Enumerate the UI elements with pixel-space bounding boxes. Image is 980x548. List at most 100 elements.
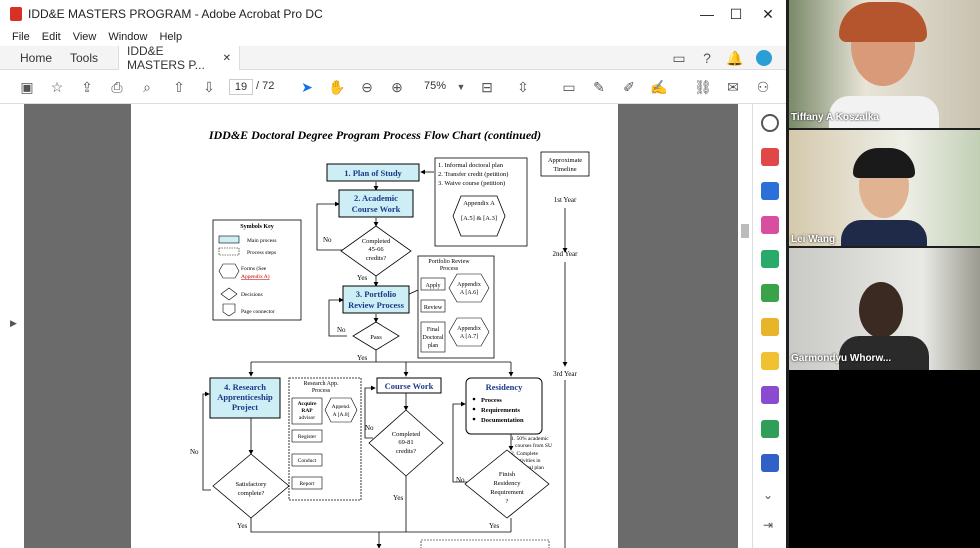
link-icon[interactable]: ⛓ xyxy=(694,78,712,95)
mail-icon[interactable]: ✉ xyxy=(727,78,739,95)
menu-edit[interactable]: Edit xyxy=(41,31,61,43)
tab-document[interactable]: IDD&E MASTERS P... ✕ xyxy=(118,44,240,72)
sticky-note-icon[interactable] xyxy=(761,352,779,370)
menu-bar: File Edit View Window Help xyxy=(0,28,786,46)
yes-label-2: Yes xyxy=(357,354,367,362)
video-tile-3[interactable]: Garmondyu Whorw... xyxy=(789,248,980,370)
tab-document-label: IDD&E MASTERS P... xyxy=(127,44,205,72)
acrobat-window: IDD&E MASTERS PROGRAM - Adobe Acrobat Pr… xyxy=(0,0,786,548)
appendix-a6-1: Appendix xyxy=(457,282,481,288)
key-appendix-link[interactable]: Appendix A) xyxy=(241,273,270,280)
acquire-3: advisor xyxy=(299,415,315,421)
tab-home[interactable]: Home xyxy=(20,51,53,65)
research-line-2: Apprenticeship xyxy=(217,392,273,402)
zoom-dropdown-icon[interactable]: ▼ xyxy=(456,82,466,92)
compress-pdf-icon[interactable] xyxy=(761,284,779,302)
timeline-year-1: 1st Year xyxy=(554,196,577,204)
participant-2-shirt xyxy=(841,220,927,246)
page-down-icon[interactable]: ⇩ xyxy=(203,78,215,95)
tab-tools[interactable]: Tools xyxy=(70,51,99,65)
register-step: Register xyxy=(298,434,316,440)
chevron-down-icon[interactable]: ⌄ xyxy=(763,488,774,502)
export-pdf-icon[interactable] xyxy=(761,182,779,200)
acrobat-icon xyxy=(10,7,22,21)
page-number-input[interactable]: 19 xyxy=(229,79,253,95)
menu-help[interactable]: Help xyxy=(159,31,183,43)
star-icon[interactable]: ☆ xyxy=(50,78,64,95)
timeline-header-2: Timeline xyxy=(553,166,576,173)
final-plan-2: Doctoral xyxy=(423,335,444,341)
hand-tool-icon[interactable]: ✋ xyxy=(328,78,346,95)
zoom-out-icon[interactable]: ⊖ xyxy=(361,78,373,95)
comment-tool-sidebar-icon[interactable] xyxy=(761,318,779,336)
research-line-3: Project xyxy=(232,402,258,412)
page-up-icon[interactable]: ⇧ xyxy=(173,78,185,95)
help-icon[interactable]: ? xyxy=(703,50,711,66)
highlight-icon[interactable]: ✎ xyxy=(593,78,605,95)
upload-icon[interactable]: ⇪ xyxy=(81,78,93,95)
print-icon[interactable]: ⎙ xyxy=(111,78,123,95)
participant-2-hair xyxy=(853,148,915,178)
scroll-mode-icon[interactable]: ⇳ xyxy=(517,78,529,95)
fit-page-icon[interactable]: ⊟ xyxy=(481,78,493,95)
scroll-thumb[interactable] xyxy=(741,224,749,238)
protect-icon[interactable] xyxy=(761,454,779,472)
yes-label-3: Yes xyxy=(393,494,403,502)
menu-view[interactable]: View xyxy=(72,31,97,43)
no-label-2: No xyxy=(337,326,346,334)
yes-label-4: Yes xyxy=(489,522,499,530)
appendix-a-label: Appendix A xyxy=(463,200,495,207)
residency-item-3: Documentation xyxy=(481,417,524,424)
organize-pages-icon[interactable] xyxy=(761,216,779,234)
add-user-icon[interactable]: ⚇ xyxy=(756,78,770,95)
save-icon[interactable]: ▣ xyxy=(20,78,34,95)
zoom-in-icon[interactable]: ⊕ xyxy=(391,78,403,95)
participant-3-face xyxy=(859,282,903,338)
key-decisions: Decisions xyxy=(241,292,263,298)
comment-tool-icon[interactable]: ▭ xyxy=(562,78,576,95)
chart-title: IDD&E Doctoral Degree Program Process Fl… xyxy=(208,128,541,142)
appendix-a-refs: [A.5] & [A.3] xyxy=(461,215,497,222)
video-tile-2[interactable]: Lei Wang xyxy=(789,130,980,246)
plan-note-2: 2. Transfer credit (petition) xyxy=(438,171,508,178)
plan-note-3: 3. Waive course (petition) xyxy=(438,180,505,187)
select-cursor-icon[interactable]: ➤ xyxy=(301,78,313,95)
draw-icon[interactable]: ✐ xyxy=(623,78,635,95)
minimize-button[interactable]: — xyxy=(700,6,714,22)
expand-left-icon[interactable]: ▶ xyxy=(10,318,17,328)
no-label-5: No xyxy=(190,448,199,456)
avatar[interactable] xyxy=(756,50,772,66)
edit-pdf-icon[interactable] xyxy=(761,250,779,268)
print-production-icon[interactable] xyxy=(761,420,779,438)
participant-1-name: Tiffany A Koszalka xyxy=(791,112,879,123)
appendix-a8-1: Append. xyxy=(332,404,351,410)
menu-window[interactable]: Window xyxy=(108,31,148,43)
no-label-4: No xyxy=(456,476,465,484)
create-pdf-icon[interactable] xyxy=(761,148,779,166)
tab-close-icon[interactable]: ✕ xyxy=(222,52,231,64)
key-forms: Forms (See xyxy=(241,265,267,272)
search-tool-icon[interactable] xyxy=(761,114,779,132)
menu-file[interactable]: File xyxy=(12,31,30,43)
video-tile-1[interactable]: Tiffany A Koszalka xyxy=(789,0,980,128)
bell-icon[interactable]: 🔔 xyxy=(726,49,744,66)
search-icon[interactable]: ⌕ xyxy=(143,78,151,95)
appendix-a6-2: A [A.6] xyxy=(460,290,478,296)
sign-icon[interactable]: ✍ xyxy=(650,78,668,95)
fill-sign-icon[interactable] xyxy=(761,386,779,404)
zoom-select[interactable]: 75% xyxy=(424,80,447,92)
plan-note-1: 1. Informal doctoral plan xyxy=(438,162,504,169)
close-button[interactable]: ✕ xyxy=(762,5,774,22)
course-work: Course Work xyxy=(385,381,434,391)
main-toolbar: ▣ ☆ ⇪ ⎙ ⌕ ⇧ ⇩ 19 / 72 ➤ ✋ ⊖ ⊕ 75% ▼ ⊟ ⇳ … xyxy=(0,70,786,104)
report-step: Report xyxy=(300,481,315,487)
review-step: Review xyxy=(424,305,443,311)
comment-icon[interactable]: ▭ xyxy=(672,49,686,66)
final-plan-3: plan xyxy=(428,343,438,349)
scrollbar[interactable] xyxy=(738,104,752,548)
collapse-panel-icon[interactable]: ⇥ xyxy=(763,518,774,532)
academic-line-1: 2. Academic xyxy=(354,193,398,203)
research-line-1: 4. Research xyxy=(224,382,266,392)
pdf-page: IDD&E Doctoral Degree Program Process Fl… xyxy=(131,104,618,548)
maximize-button[interactable]: ☐ xyxy=(729,5,743,22)
